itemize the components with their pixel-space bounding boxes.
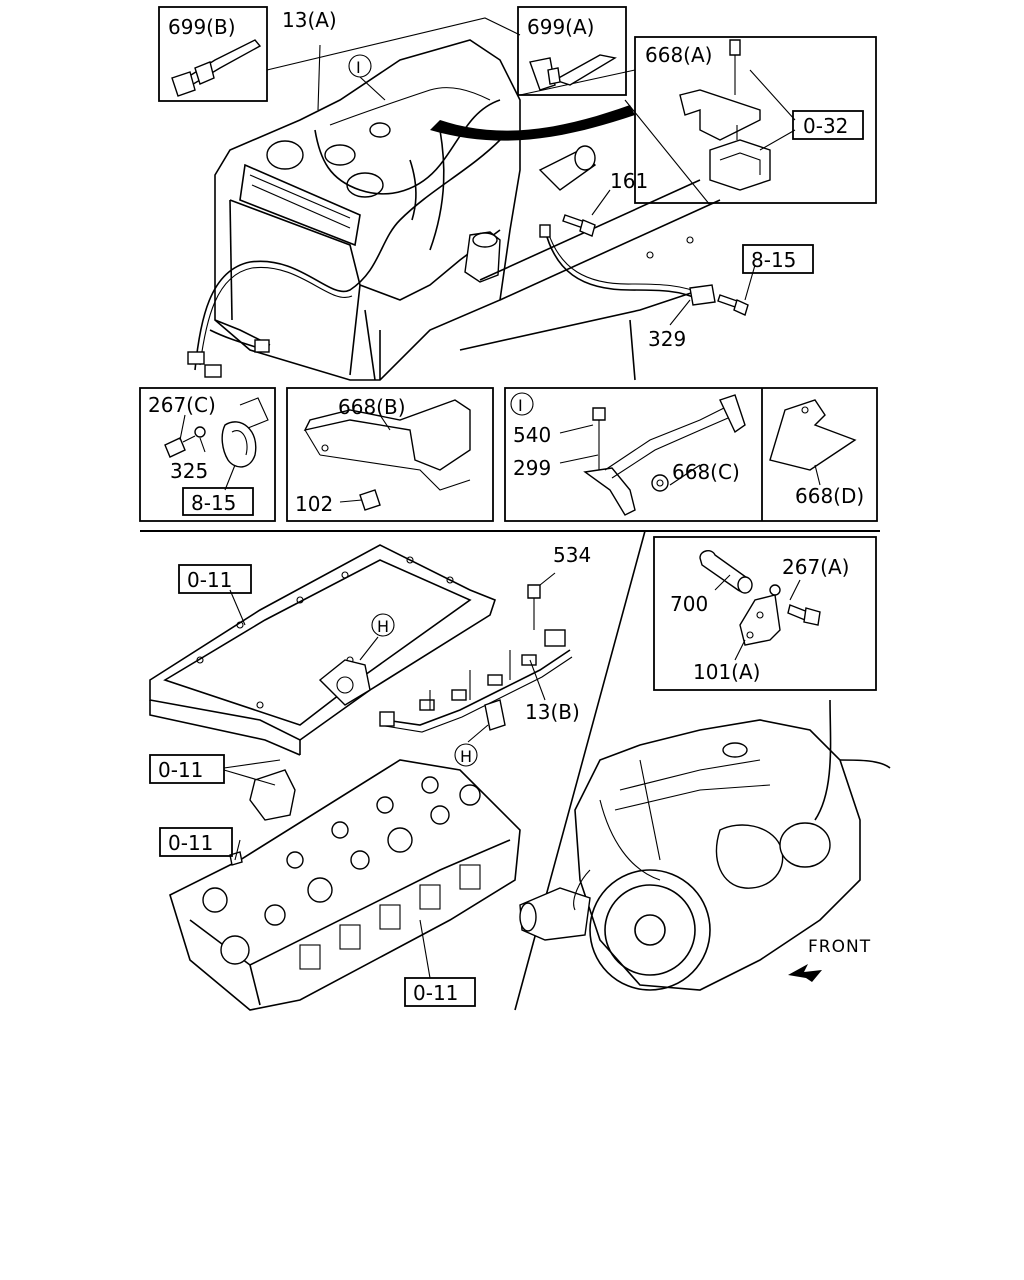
label-299: 299 <box>513 456 551 480</box>
labels: 699(B) 13(A) 699(A) 668(A) 0-32 161 8-15… <box>148 8 871 1007</box>
label-161: 161 <box>610 169 648 193</box>
label-ref-0-11-b: 0-11 <box>158 758 203 782</box>
row2-leaders <box>179 414 821 503</box>
label-102: 102 <box>295 492 333 516</box>
label-668a: 668(A) <box>645 43 712 67</box>
label-front: FRONT <box>808 937 871 957</box>
label-699a: 699(A) <box>527 15 594 39</box>
label-267a: 267(A) <box>782 555 849 579</box>
detail-700-267a-101a <box>653 536 877 691</box>
lower-right-leaders <box>714 574 801 661</box>
ref-box-0-11-b <box>149 754 225 784</box>
detail-marker-i <box>510 392 534 416</box>
label-detail-h-2: H <box>460 747 472 766</box>
detail-marker-h-2 <box>454 743 478 767</box>
label-668b: 668(B) <box>338 395 406 419</box>
leader-lines-top <box>266 17 756 326</box>
detail-marker-i-top <box>348 54 372 78</box>
label-ref-0-11-c: 0-11 <box>168 831 213 855</box>
detail-marker-h-1 <box>371 613 395 637</box>
detail-i-540-299-668c <box>504 387 878 522</box>
label-329: 329 <box>648 327 686 351</box>
label-13b: 13(B) <box>525 700 580 724</box>
label-13a: 13(A) <box>282 8 337 32</box>
label-540: 540 <box>513 423 551 447</box>
detail-699b <box>158 6 268 102</box>
detail-668b <box>286 387 494 522</box>
detail-668a <box>634 36 877 204</box>
label-detail-h-1: H <box>377 617 389 636</box>
cylinder-head-cover-illustration <box>149 544 496 756</box>
label-ref-8-15-mid: 8-15 <box>191 491 236 515</box>
ref-box-0-32 <box>792 110 864 140</box>
label-ref-0-32: 0-32 <box>803 114 848 138</box>
front-arrow-icon <box>788 964 822 982</box>
bolt-161-icon <box>562 214 596 237</box>
bolt-8-15-icon <box>717 294 749 316</box>
label-ref-8-15-top: 8-15 <box>751 248 796 272</box>
wiring-harness-13b-illustration <box>379 584 573 733</box>
label-ref-0-11-a: 0-11 <box>187 568 232 592</box>
label-267c: 267(C) <box>148 393 216 417</box>
label-325: 325 <box>170 459 208 483</box>
engine-top-illustration <box>187 39 749 381</box>
label-ref-0-11-d: 0-11 <box>413 981 458 1005</box>
lower-leaders <box>223 572 556 979</box>
label-534: 534 <box>553 543 591 567</box>
label-detail-i: I <box>518 396 523 415</box>
label-700: 700 <box>670 592 708 616</box>
label-699b: 699(B) <box>168 15 236 39</box>
detail-267c-325 <box>139 387 276 522</box>
label-668d: 668(D) <box>795 484 864 508</box>
label-detail-i-top: I <box>356 58 361 77</box>
engine-assembly-illustration <box>519 699 891 991</box>
ref-box-8-15-top <box>742 244 814 274</box>
label-101a: 101(A) <box>693 660 760 684</box>
ref-box-0-11-c <box>159 827 233 857</box>
ref-box-0-11-d <box>404 977 476 1007</box>
label-668c: 668(C) <box>672 460 740 484</box>
detail-699a <box>517 6 627 96</box>
ref-box-8-15-mid <box>182 487 254 516</box>
ref-box-0-11-a <box>178 564 252 594</box>
cylinder-head-illustration <box>169 759 521 1011</box>
